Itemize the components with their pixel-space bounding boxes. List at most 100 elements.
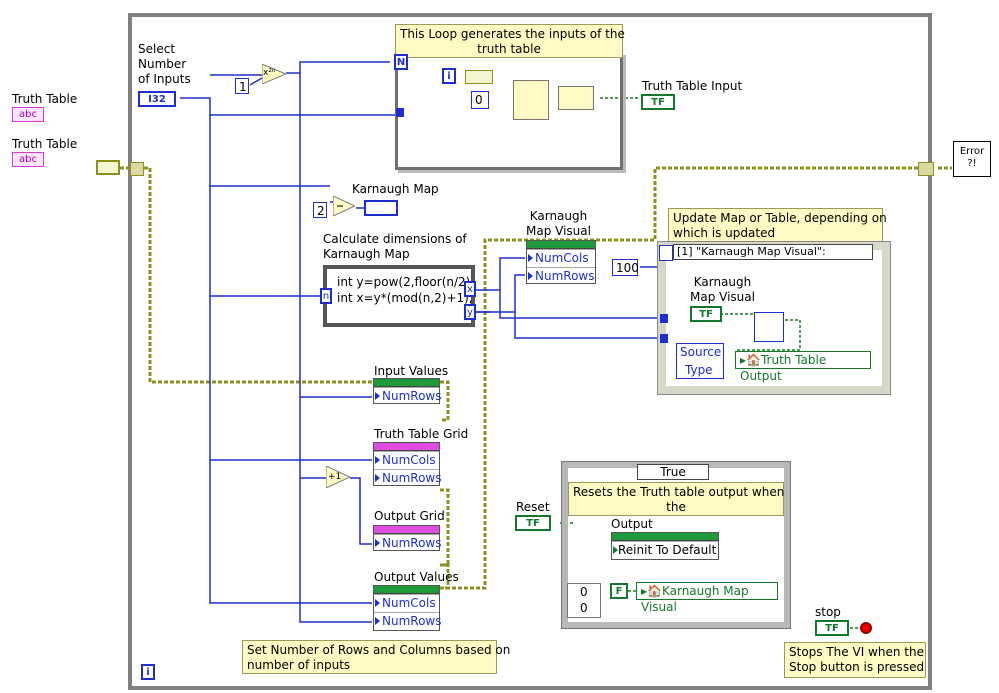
input-values-label: Input Values (374, 364, 449, 378)
truth-table-output-local: ▸🏠Truth Table Output (735, 351, 871, 383)
output-reinit-node: Reinit To Default (611, 532, 719, 560)
tunnel-left (396, 108, 404, 117)
transpose-node (754, 312, 784, 342)
source-field: Source (680, 345, 722, 359)
truth-table-input-label: Truth Table Input (642, 79, 743, 93)
loop-count-text: N (396, 57, 406, 68)
event-selector[interactable]: [1] "Karnaugh Map Visual": (673, 244, 873, 260)
false-constant: F (610, 583, 628, 599)
select-inputs-label: Select Number of Inputs (138, 42, 191, 86)
pow-symbol: x²ⁿ (263, 68, 276, 78)
tf-text: TF (699, 309, 713, 320)
plus-one-text: +1 (328, 472, 342, 482)
select-inputs-terminal[interactable]: I32 (138, 91, 176, 107)
stop-note: Stops The VI when the Stop button is pre… (784, 642, 926, 678)
truth-table-grid-property-node: NumCols NumRows (373, 442, 441, 487)
output-values-label: Output Values (374, 570, 459, 584)
loop-condition-stop-icon (860, 622, 872, 634)
numcols-property: NumCols (527, 249, 595, 267)
property-header (374, 443, 439, 451)
i32-text: I32 (148, 94, 166, 105)
reset-terminal[interactable]: TF (515, 515, 551, 531)
numcols-property: NumCols (374, 594, 439, 612)
tf-text: TF (526, 518, 540, 529)
loop-index-text: i (447, 71, 451, 82)
rows-cols-note: Set Number of Rows and Columns based on … (242, 640, 510, 674)
subtract-node (332, 195, 357, 217)
karnaugh-visual-terminal[interactable]: TF (690, 306, 722, 322)
truth-table-input-terminal[interactable]: TF (641, 94, 675, 110)
property-header (374, 586, 439, 594)
karnaugh-visual-property-node: NumCols NumRows (526, 240, 596, 284)
formula-x-text: x (467, 284, 473, 295)
property-header (374, 379, 439, 387)
output-values-property-node: NumCols NumRows (373, 585, 441, 631)
tunnel-event-2 (660, 334, 668, 343)
update-note: Update Map or Table, depending on which … (668, 208, 887, 242)
reinit-method: Reinit To Default (612, 541, 718, 559)
numrows-property: NumRows (374, 534, 441, 552)
formula-input-n: n (320, 288, 332, 304)
property-header (527, 241, 595, 249)
formula-y-text: y (467, 307, 473, 318)
karnaugh-visual-label-top: Karnaugh Map Visual (526, 209, 591, 238)
formula-output-x: x (464, 281, 476, 297)
loop-index-terminal: i (442, 68, 456, 84)
numrows-property: NumRows (374, 387, 441, 405)
karnaugh-visual-local: ▸🏠Karnaugh Map Visual (636, 582, 778, 614)
main-index-text: i (146, 667, 150, 678)
event-selector-text: [1] "Karnaugh Map Visual": (677, 245, 826, 258)
numrows-property: NumRows (374, 469, 441, 487)
input-values-property-node: NumRows (373, 378, 441, 405)
stop-terminal[interactable]: TF (815, 620, 849, 636)
array-zero-a: 0 (580, 585, 588, 599)
event-registration-refnum[interactable] (96, 160, 120, 175)
constant-zero: 0 (471, 91, 489, 109)
reshape-array-node (558, 86, 594, 110)
error-handler-icon: Error ?! (953, 141, 991, 177)
stop-label: stop (815, 605, 841, 619)
output-label: Output (611, 517, 653, 531)
array-zero-b: 0 (580, 601, 588, 615)
increment-node: +1 (325, 465, 352, 489)
loop-count-terminal: N (394, 54, 408, 70)
calc-dims-label: Calculate dimensions of Karnaugh Map (323, 232, 467, 261)
tf-text: TF (825, 623, 839, 634)
constant-two: 2 (313, 202, 327, 218)
truth-table-output-text: Truth Table Output (740, 353, 827, 383)
loop-note: This Loop generates the inputs of the tr… (395, 24, 625, 58)
truth-table-terminal-2[interactable]: abc (12, 152, 44, 167)
constant-hundred: 100 (612, 259, 639, 276)
reset-note: Resets the Truth table output when the (568, 482, 784, 516)
power-of-two-node: x²ⁿ (261, 63, 288, 85)
shift-register-left (130, 162, 144, 176)
event-data-node: Source Type (676, 343, 724, 379)
formula-n-text: n (322, 291, 330, 302)
formula-node: int y=pow(2,floor(n/2) int x=y*(mod(n,2)… (323, 265, 475, 327)
numrows-property: NumRows (374, 612, 441, 630)
karnaugh-map-terminal[interactable] (364, 200, 398, 216)
reset-label: Reset (516, 500, 550, 514)
property-header (374, 526, 439, 534)
truth-table-grid-label: Truth Table Grid (374, 427, 469, 441)
property-header (612, 533, 718, 541)
f-text: F (615, 586, 623, 597)
shift-register-right (918, 162, 934, 176)
karnaugh-visual-label-case: Karnaugh Map Visual (690, 275, 755, 304)
number-to-boolean-array-node (465, 70, 493, 84)
array-constant: 0 0 (567, 583, 601, 618)
truth-table-terminal-1[interactable]: abc (12, 107, 44, 122)
tf-text: TF (651, 97, 665, 108)
formula-line-2: int x=y*(mod(n,2)+1); (337, 291, 473, 305)
case-selector[interactable]: True (637, 464, 709, 480)
loop-iteration-terminal: i (141, 664, 155, 680)
timeout-terminal (659, 245, 673, 261)
karnaugh-map-label: Karnaugh Map (352, 182, 439, 196)
type-field: Type (685, 363, 713, 377)
for-loop-frame (395, 52, 623, 170)
tunnel-event-1 (660, 314, 668, 323)
abc-text: abc (19, 109, 37, 120)
output-grid-label: Output Grid (374, 509, 445, 523)
error-text: Error ?! (959, 146, 985, 169)
array-subset-node (513, 80, 549, 120)
